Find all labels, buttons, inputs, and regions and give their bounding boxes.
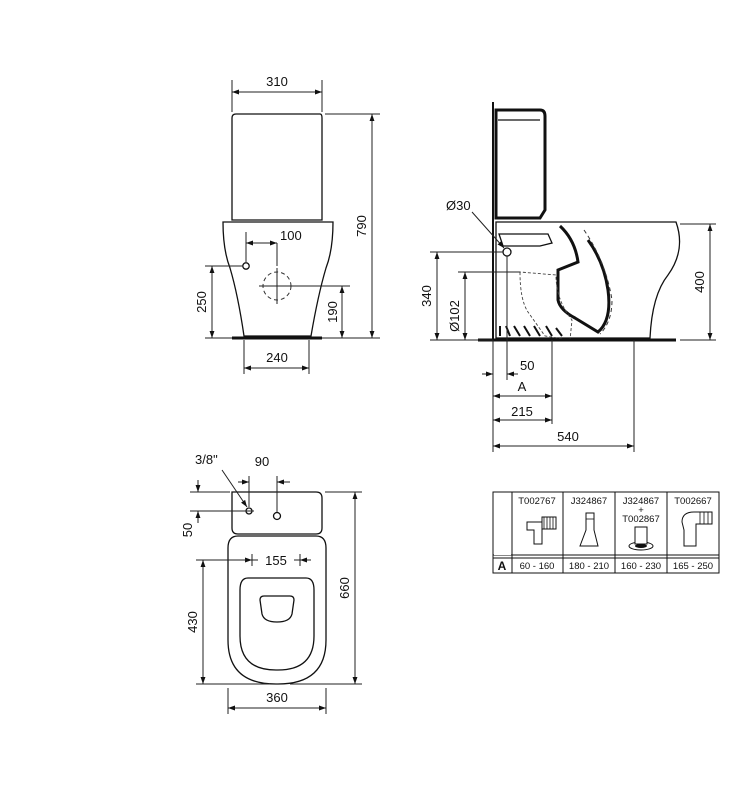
side-trapway-hidden xyxy=(583,229,613,335)
dim-660-label: 660 xyxy=(337,577,352,599)
dim-155-label: 155 xyxy=(265,553,287,568)
front-view: 310 790 100 250 190 240 xyxy=(194,74,380,374)
side-inlet-circle xyxy=(502,247,512,257)
side-bowl-outline xyxy=(495,221,681,339)
table-code-1: T002767 xyxy=(518,496,556,507)
top-flush-hole xyxy=(272,511,282,521)
front-bowl-outline xyxy=(222,221,334,337)
dim-540-label: 540 xyxy=(557,429,579,444)
table-range-2: 180 - 210 xyxy=(569,561,609,572)
dim-430-label: 430 xyxy=(185,611,200,633)
top-cistern-outline xyxy=(231,491,323,535)
dim-50-top-label: 50 xyxy=(180,523,195,537)
front-inlet-point xyxy=(242,262,250,270)
table-code-4: T002667 xyxy=(674,496,712,507)
table-code-2: J324867 xyxy=(571,496,607,507)
table-range-4: 165 - 250 xyxy=(673,561,713,572)
connector-table: A T002767 60 - 160 J324867 180 - 210 J32… xyxy=(492,491,720,574)
top-seat-outline xyxy=(227,535,327,685)
side-outlet-hidden xyxy=(519,271,573,341)
table-code-3-plus: + xyxy=(638,505,644,516)
table-code-3b: T002867 xyxy=(622,514,660,525)
table-row-label: A xyxy=(498,559,507,573)
dim-190-label: 190 xyxy=(325,301,340,323)
dim-line-thread xyxy=(221,469,248,508)
table-range-1: 60 - 160 xyxy=(520,561,555,572)
dim-790-label: 790 xyxy=(354,215,369,237)
dim-50-label: 50 xyxy=(520,358,534,373)
connector-icon-2 xyxy=(579,512,599,547)
dim-d30-label: Ø30 xyxy=(446,198,471,213)
dim-215-label: 215 xyxy=(511,404,533,419)
dim-d102-label: Ø102 xyxy=(447,300,462,332)
dim-340-label: 340 xyxy=(419,285,434,307)
dim-240-label: 240 xyxy=(266,350,288,365)
side-foot-hatching xyxy=(499,325,563,337)
dim-100-label: 100 xyxy=(280,228,302,243)
dim-400-label: 400 xyxy=(692,271,707,293)
side-view: Ø30 340 Ø102 400 50 A 215 540 xyxy=(419,102,716,452)
table-code-3: J324867 xyxy=(623,496,659,507)
front-cistern-outline xyxy=(231,113,323,221)
dim-line-d30 xyxy=(471,211,505,249)
dim-a-label: A xyxy=(518,379,527,394)
side-cistern-base xyxy=(498,233,553,247)
connector-icon-1 xyxy=(526,516,557,545)
table-range-3: 160 - 230 xyxy=(621,561,661,572)
top-seat-inner xyxy=(239,577,315,671)
top-water-area xyxy=(259,595,295,623)
dim-thread-label: 3/8" xyxy=(195,452,218,467)
dim-90-label: 90 xyxy=(255,454,269,469)
dim-360-label: 360 xyxy=(266,690,288,705)
connector-icon-3 xyxy=(628,526,654,551)
top-view: 3/8" 90 50 155 430 660 360 xyxy=(180,452,362,714)
dim-250-label: 250 xyxy=(194,291,209,313)
side-cistern-outline xyxy=(494,108,547,220)
side-trapway xyxy=(556,224,611,334)
connector-icon-4 xyxy=(681,511,713,547)
dim-310-label: 310 xyxy=(266,74,288,89)
